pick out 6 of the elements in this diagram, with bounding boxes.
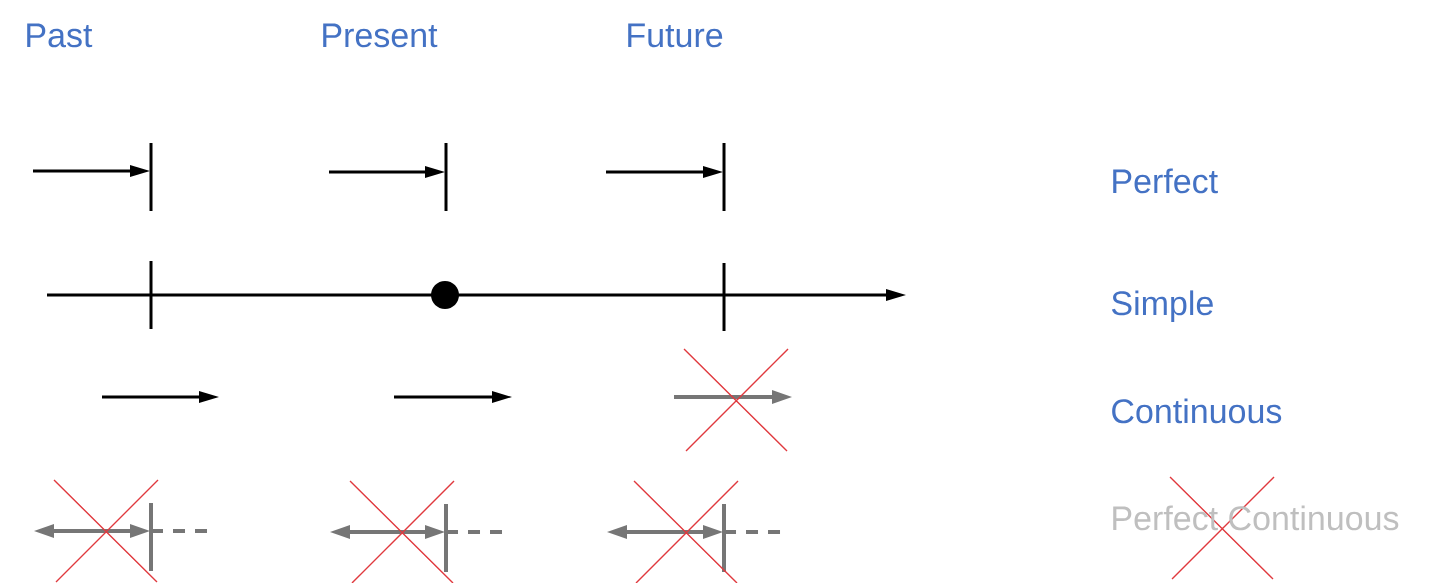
row-label: Simple (1111, 290, 1213, 323)
column-header: Future (628, 23, 723, 48)
column-header: Past (27, 23, 93, 48)
row-label: Perfect (1113, 168, 1218, 194)
column-header: Present (323, 23, 438, 48)
row-label: Continuous (1112, 398, 1282, 424)
